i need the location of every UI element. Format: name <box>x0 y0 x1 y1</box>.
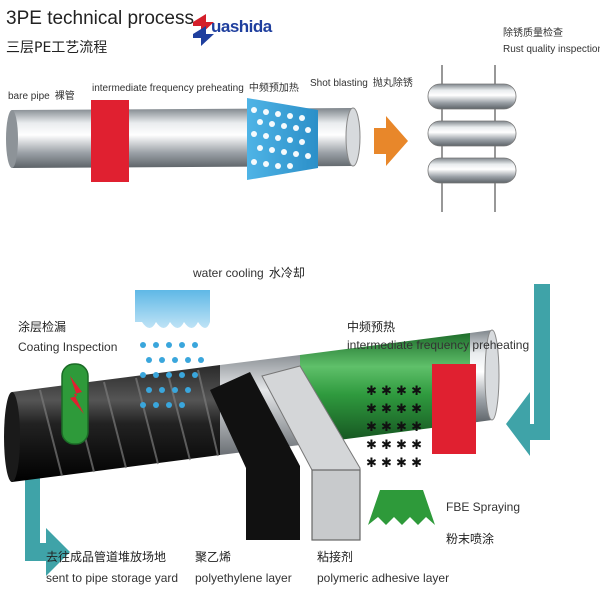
label-if-cn: 中频预热 <box>347 320 396 334</box>
preheater-block-bottom <box>432 364 476 454</box>
svg-text:✱ ✱ ✱ ✱: ✱ ✱ ✱ ✱ <box>366 438 422 453</box>
label-bare-pipe: bare pipe 裸管 <box>8 91 75 102</box>
logo-mark <box>193 14 214 46</box>
pe-extruder-block <box>246 468 300 540</box>
label-pe-en: polyethylene layer <box>195 571 292 585</box>
title-chinese: 三层PE工艺流程 <box>6 40 108 56</box>
label-adhesive-cn: 粘接剂 <box>317 550 354 564</box>
label-coating-cn: 涂层检漏 <box>18 320 67 334</box>
fbe-spray-particles: ✱ ✱ ✱ ✱ ✱ ✱ ✱ ✱ ✱ ✱ ✱ ✱ ✱ ✱ ✱ ✱ ✱ ✱ ✱ ✱ <box>366 384 422 471</box>
label-rust-cn: 除锈质量检查 <box>503 28 563 39</box>
return-arrow-icon <box>506 284 550 456</box>
svg-text:✱ ✱ ✱ ✱: ✱ ✱ ✱ ✱ <box>366 384 422 399</box>
title-english: 3PE technical process <box>6 8 194 29</box>
svg-text:✱ ✱ ✱ ✱: ✱ ✱ ✱ ✱ <box>366 456 422 471</box>
water-cooling-unit <box>135 290 210 408</box>
coating-inspection-ring <box>61 363 89 445</box>
preheater-block-top <box>91 100 129 182</box>
label-rust-en: Rust quality inspection <box>503 44 600 55</box>
label-coating-en: Coating Inspection <box>18 340 118 354</box>
process-arrow-icon <box>374 116 408 166</box>
huashida-logo: uashida <box>193 14 293 44</box>
lightning-icon <box>70 376 84 414</box>
rust-inspection-pipes <box>427 65 517 212</box>
label-preheat-top: intermediate frequency preheating 中频预加热 <box>92 83 299 94</box>
label-fbe-en: FBE Spraying <box>446 500 521 514</box>
label-storage-en: sent to pipe storage yard <box>46 571 179 585</box>
svg-text:✱ ✱ ✱ ✱: ✱ ✱ ✱ ✱ <box>366 402 422 417</box>
adhesive-extruder-block <box>311 469 361 541</box>
label-shot-blasting: Shot blasting 抛丸除锈 <box>310 78 413 89</box>
svg-text:✱ ✱ ✱ ✱: ✱ ✱ ✱ ✱ <box>366 420 422 435</box>
label-if-en: intermediate frequency preheating <box>347 338 530 352</box>
label-fbe-cn: 粉末喷涂 <box>446 532 495 546</box>
label-storage-cn: 去往成品管道堆放场地 <box>46 550 167 564</box>
label-pe-cn: 聚乙烯 <box>195 550 232 564</box>
shot-blasting-cone <box>247 98 318 180</box>
fbe-spray-nozzle <box>368 490 435 525</box>
label-adhesive-en: polymeric adhesive layer <box>317 571 450 585</box>
logo-text: uashida <box>211 17 272 36</box>
label-water-cooling: water cooling 水冷却 <box>193 266 305 280</box>
